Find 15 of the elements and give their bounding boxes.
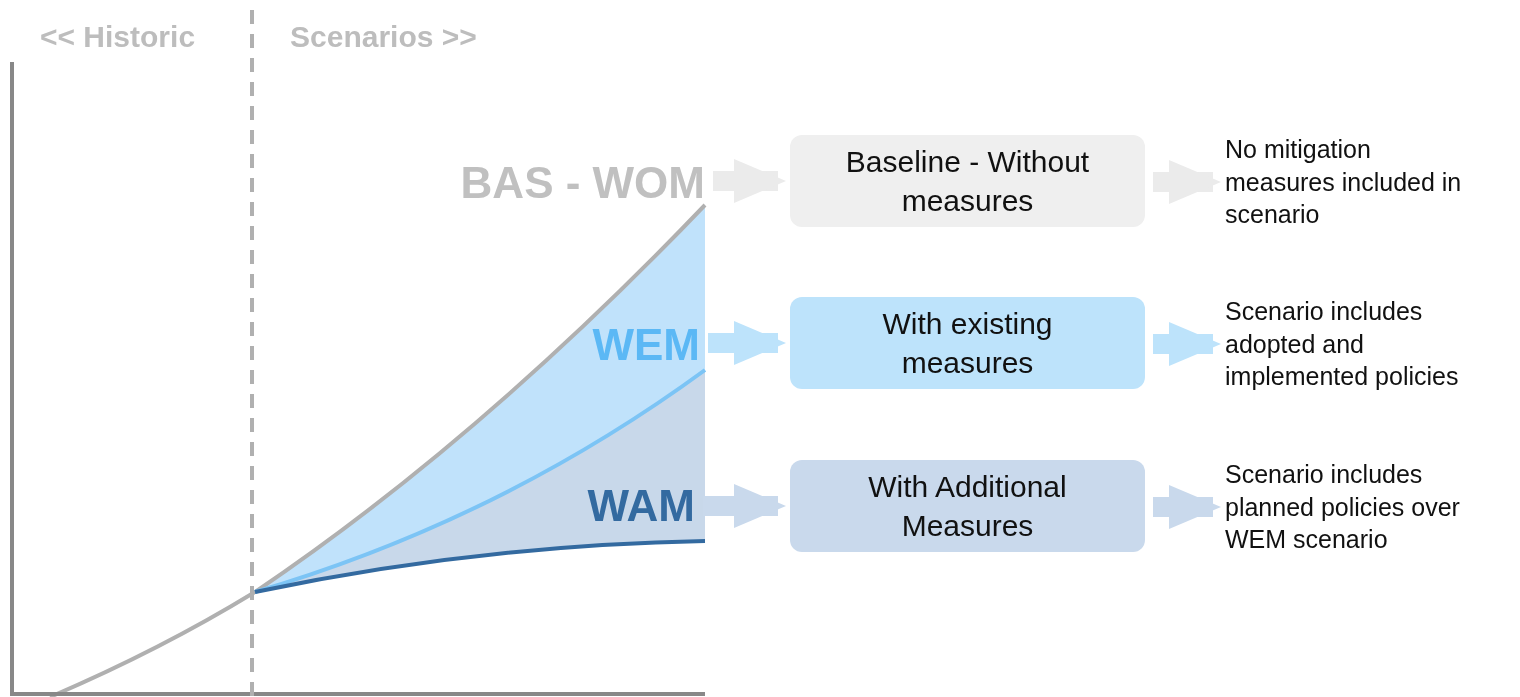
- period-label: Scenarios >>: [290, 20, 477, 54]
- description-text: Scenario includes planned policies over WEM scenario: [1225, 453, 1505, 561]
- period-label: << Historic: [40, 20, 196, 54]
- scenario-box: With Additional Measures: [790, 460, 1145, 552]
- scenario-box: With existing measures: [790, 297, 1145, 389]
- scenario-label: BAS - WOM: [430, 158, 705, 208]
- arrow: [1153, 322, 1221, 366]
- arrow: [708, 321, 786, 365]
- description-text: No mitigation measures included in scenario: [1225, 128, 1470, 236]
- scenario-box: Baseline - Without measures: [790, 135, 1145, 227]
- arrow: [1153, 485, 1221, 529]
- scenario-label: WEM: [560, 320, 700, 370]
- arrow: [703, 484, 786, 528]
- description-text: Scenario includes adopted and implemented policies: [1225, 290, 1500, 398]
- scenario-label: WAM: [555, 481, 695, 531]
